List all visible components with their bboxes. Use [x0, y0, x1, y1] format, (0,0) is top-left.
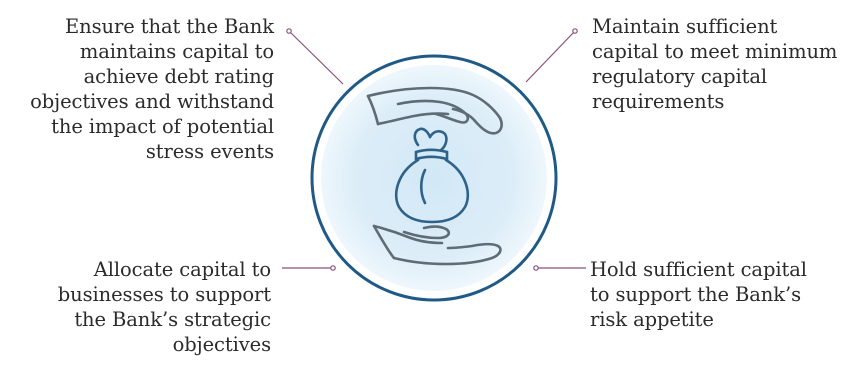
top-hand-icon	[366, 86, 503, 135]
objective-regulatory-capital: Maintain sufficient capital to meet mini…	[592, 15, 838, 113]
objective-capital-allocation: Allocate capital to businesses to suppor…	[57, 258, 271, 356]
objective-risk-appetite: Hold sufficient capital to support the B…	[590, 258, 807, 331]
objective-debt-rating: Ensure that the Bank maintains capital t…	[30, 15, 274, 163]
connector-top-left	[286, 28, 344, 85]
bottom-hand-icon	[372, 224, 502, 266]
money-bag-icon	[394, 127, 470, 224]
hands-holding-money-bag-icon	[366, 86, 503, 266]
connector-bottom-right	[533, 265, 586, 271]
connector-bottom-left	[282, 265, 336, 271]
connector-top-right	[525, 28, 578, 83]
